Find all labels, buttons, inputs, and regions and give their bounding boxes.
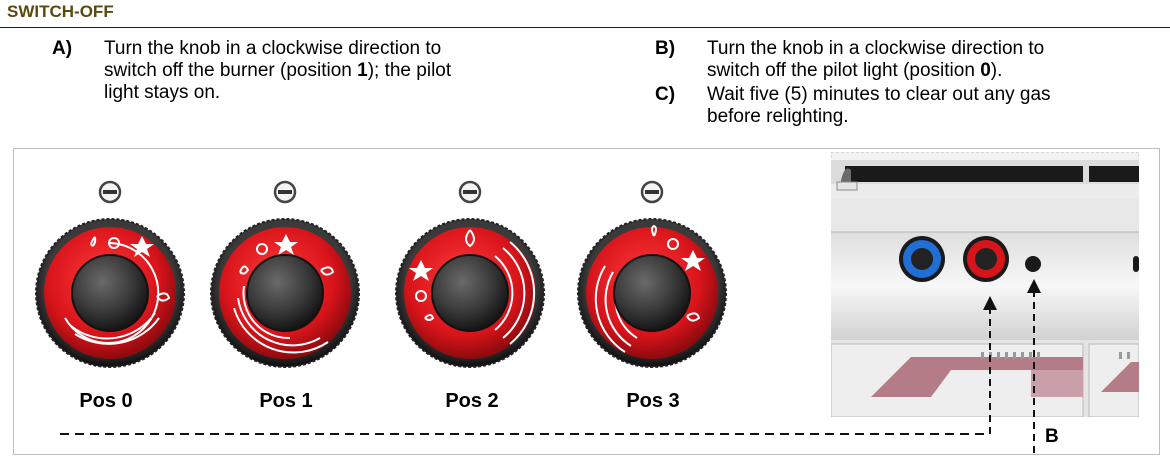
step-a: A) Turn the knob in a clockwise directio…: [52, 38, 572, 108]
step-c-line-1: Wait five (5) minutes to clear out any g…: [707, 84, 1051, 105]
step-a-line-1: Turn the knob in a clockwise direction t…: [104, 38, 442, 59]
step-a-line-2: switch off the burner (position 1); the …: [104, 60, 452, 81]
step-c-line-2: before relighting.: [707, 106, 849, 127]
callout-b-label: B: [1045, 426, 1059, 447]
title-rule: [0, 27, 1170, 28]
pos-3-label: Pos 3: [626, 390, 680, 412]
knob-pos-0: [35, 180, 185, 368]
step-a-line-3: light stays on.: [104, 82, 221, 103]
pos-2-label: Pos 2: [445, 390, 499, 412]
pos-0-label: Pos 0: [79, 390, 133, 412]
knob-pos-2: [395, 180, 545, 368]
appliance-control-panel-photo: [831, 152, 1139, 417]
step-b-label: B): [655, 38, 676, 59]
step-c: C) Wait five (5) minutes to clear out an…: [655, 84, 1165, 130]
section-title: SWITCH-OFF: [7, 2, 114, 21]
pos-1-label: Pos 1: [259, 390, 313, 412]
step-b-line-2: switch off the pilot light (position 0).: [707, 60, 1003, 81]
step-a-label: A): [52, 38, 73, 59]
step-b-line-1: Turn the knob in a clockwise direction t…: [707, 38, 1045, 59]
step-c-label: C): [655, 84, 676, 105]
knob-pos-3: [577, 180, 727, 368]
illustration-frame: [13, 148, 1160, 455]
step-b: B) Turn the knob in a clockwise directio…: [655, 38, 1165, 84]
knob-pos-1: [210, 180, 360, 368]
